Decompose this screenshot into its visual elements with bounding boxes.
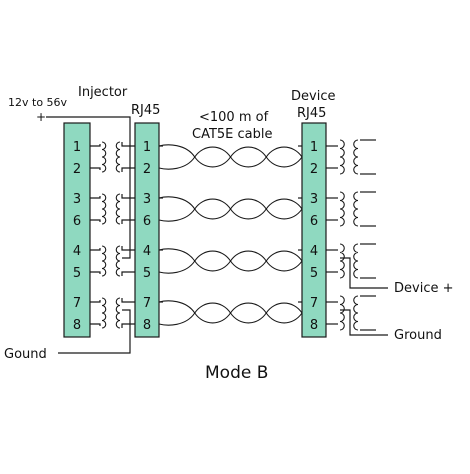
- pin-number-3: 3: [310, 192, 318, 207]
- twisted-wire: [158, 196, 303, 210]
- pin-lead: [90, 248, 101, 251]
- pin-number-2: 2: [310, 162, 318, 177]
- connector-blocks: [63, 122, 327, 338]
- pin-number-2: 2: [73, 162, 81, 177]
- twisted-pair-cable: [158, 144, 303, 326]
- pin-number-7: 7: [143, 296, 151, 311]
- ground-left-label: Gound: [4, 347, 47, 362]
- coil: [101, 245, 107, 277]
- coil: [115, 245, 121, 277]
- twisted-wire: [158, 260, 303, 274]
- left-terminal-block: [63, 122, 91, 338]
- pin-lead: [90, 196, 101, 199]
- injector-label: Injector: [78, 85, 128, 100]
- pin-number-5: 5: [310, 266, 318, 281]
- pin-number-5: 5: [143, 266, 151, 281]
- coil: [101, 193, 107, 225]
- pin-lead: [90, 271, 101, 274]
- transformer-coils: [101, 139, 359, 331]
- pin-lead: [90, 167, 101, 170]
- twisted-wire: [158, 156, 303, 170]
- coil: [353, 243, 359, 279]
- pin-number-4: 4: [310, 244, 318, 259]
- pin-lead: [90, 300, 101, 303]
- wires: [46, 116, 388, 354]
- pin-number-6: 6: [143, 214, 151, 229]
- pin-lead: [121, 142, 135, 147]
- pin-number-4: 4: [73, 244, 81, 259]
- pin-number-7: 7: [73, 296, 81, 311]
- device-plus-label: Device +: [394, 281, 453, 296]
- pin-number-3: 3: [143, 192, 151, 207]
- pin-number-1: 1: [143, 140, 151, 155]
- pin-number-1: 1: [310, 140, 318, 155]
- rj45-left-label: RJ45: [131, 103, 160, 118]
- rj45-right-label: RJ45: [297, 106, 326, 121]
- pin-lead: [121, 323, 135, 328]
- coil: [353, 191, 359, 227]
- pin-number-8: 8: [73, 318, 81, 333]
- pin-lead: [90, 219, 101, 222]
- pin-lead: [121, 246, 135, 251]
- coil: [339, 295, 345, 331]
- coil: [353, 139, 359, 175]
- mode-label: Mode B: [205, 363, 268, 383]
- pin-number-4: 4: [143, 244, 151, 259]
- pin-number-3: 3: [73, 192, 81, 207]
- twisted-wire: [158, 300, 303, 314]
- pin-lead: [121, 271, 135, 276]
- pin-lead: [90, 323, 101, 326]
- pin-lead: [121, 167, 135, 172]
- coil: [353, 295, 359, 331]
- voltage-label: 12v to 56v: [8, 96, 68, 109]
- coil: [339, 243, 345, 279]
- pin-number-1: 1: [73, 140, 81, 155]
- coil: [115, 193, 121, 225]
- coil: [339, 191, 345, 227]
- coil: [101, 297, 107, 329]
- pin-number-7: 7: [310, 296, 318, 311]
- pin-number-5: 5: [73, 266, 81, 281]
- device-plus-wire: [340, 257, 388, 289]
- pin-labels: 1 2 3 6 4 5 7 8 1 2 3 6 4 5 7 8 1 2 3 6 4 5 7 8: [73, 140, 318, 333]
- injector-rj45-block: [134, 122, 160, 338]
- twisted-wire: [158, 144, 303, 158]
- ground-supply-wire: [58, 309, 131, 354]
- plus-label: +: [36, 110, 46, 124]
- pin-lead: [121, 194, 135, 199]
- pin-number-6: 6: [310, 214, 318, 229]
- pin-number-8: 8: [310, 318, 318, 333]
- cable-label-line1: <100 m of: [199, 110, 269, 125]
- ground-right-label: Ground: [394, 328, 442, 343]
- device-label: Device: [291, 89, 335, 104]
- device-rj45-block: [301, 122, 327, 338]
- coil: [115, 141, 121, 173]
- pin-lead: [121, 219, 135, 224]
- pin-number-8: 8: [143, 318, 151, 333]
- cable-label-line2: CAT5E cable: [192, 127, 273, 142]
- pin-number-2: 2: [143, 162, 151, 177]
- coil: [115, 297, 121, 329]
- twisted-wire: [158, 248, 303, 262]
- twisted-wire: [158, 312, 303, 326]
- coil: [101, 141, 107, 173]
- pin-number-6: 6: [73, 214, 81, 229]
- pin-lead: [121, 298, 135, 303]
- coil: [339, 139, 345, 175]
- positive-supply-wire: [46, 116, 131, 259]
- twisted-wire: [158, 208, 303, 222]
- device-ground-wire: [340, 309, 388, 336]
- pin-lead: [90, 144, 101, 147]
